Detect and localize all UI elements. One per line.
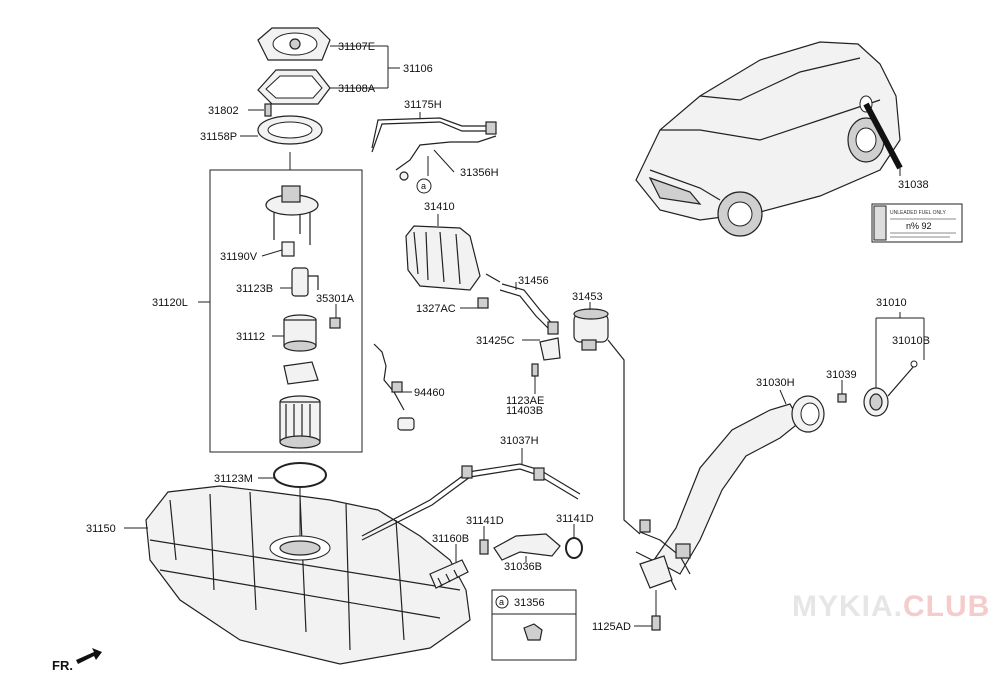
label-31141D-a: 31141D [466, 515, 504, 527]
pump-module-box [209, 169, 363, 453]
reservoir-part [283, 314, 317, 352]
canister-hose-part [499, 283, 559, 335]
screw-31039-part [837, 393, 847, 403]
fuel-tank-part [145, 485, 471, 665]
label-31158P: 31158P [200, 131, 237, 143]
label-31410: 31410 [424, 201, 455, 213]
gasket-ring-part [257, 69, 331, 105]
label-31107E: 31107E [338, 41, 375, 53]
pump-flange-part [265, 185, 319, 245]
callout-a-circle [416, 178, 432, 194]
label-31356: 31356 [514, 597, 545, 609]
screw-part [264, 103, 272, 117]
label-31030H: 31030H [756, 377, 795, 389]
callout-a-top: a [421, 181, 426, 191]
car-illustration [635, 41, 903, 237]
label-31037H: 31037H [500, 435, 539, 447]
vent-valve-part [573, 308, 641, 535]
valve-bracket-part [539, 337, 561, 361]
label-94460: 94460 [414, 387, 445, 399]
label-31010: 31010 [876, 297, 907, 309]
label-31108A: 31108A [338, 83, 376, 95]
label-31356H: 31356H [460, 167, 499, 179]
fuel-inlet-pipe-part [429, 559, 469, 589]
bolt-1123AE-part [531, 363, 539, 377]
label-1327AC: 1327AC [416, 303, 456, 315]
watermark-main: MYKIA.CLUB [792, 590, 990, 623]
label-11403B: 11403B [506, 405, 543, 417]
filler-neck-part [635, 395, 825, 591]
callout-a-inset-letter: a [499, 597, 504, 607]
bracket-part [283, 361, 319, 385]
label-31036B: 31036B [504, 561, 542, 573]
label-31141D-b: 31141D [556, 513, 594, 525]
strainer-part [279, 395, 321, 449]
label-31123B: 31123B [236, 283, 273, 295]
label-31190V: 31190V [220, 251, 258, 263]
label-35301A: 35301A [316, 293, 355, 305]
front-direction-arrow-icon [76, 648, 102, 664]
label-31802: 31802 [208, 105, 239, 117]
label-31425C: 31425C [476, 335, 515, 347]
label-1125AD: 1125AD [592, 621, 631, 633]
label-31112: 31112 [236, 331, 265, 343]
pump-motor-part [291, 267, 319, 297]
inset-box-31356 [491, 589, 577, 661]
vapor-tube-part [361, 463, 581, 541]
hose-clamp-part-b [565, 537, 583, 559]
lock-ring-part [257, 115, 323, 145]
label-31039: 31039 [826, 369, 857, 381]
hose-clamp-part-a [479, 539, 489, 555]
label-31453: 31453 [572, 291, 603, 303]
fuel-cap-part [863, 360, 918, 417]
canister-part [405, 225, 501, 309]
label-31120L: 31120L [152, 297, 188, 309]
filler-hose-part [493, 533, 561, 561]
fuel-label-line2: n% 92 [906, 221, 932, 231]
label-31456: 31456 [518, 275, 549, 287]
label-31010B: 31010B [892, 335, 930, 347]
tank-seal-part [273, 462, 327, 488]
label-31106: 31106 [403, 63, 433, 75]
label-31123M: 31123M [214, 473, 253, 485]
connector-part [329, 317, 341, 329]
label-31175H: 31175H [404, 99, 442, 111]
label-31160B: 31160B [432, 533, 469, 545]
filter-part [281, 241, 295, 257]
bolt-1125AD-part [651, 615, 661, 631]
label-31038: 31038 [898, 179, 929, 191]
label-31150: 31150 [86, 523, 116, 535]
fuel-type-label-decal [871, 203, 963, 243]
pump-cover-part [257, 27, 331, 61]
fuel-feed-tube-part [371, 117, 497, 181]
label-1123AE: 1123AE [506, 395, 544, 407]
callout-a-inset [495, 595, 509, 609]
level-sender-part [373, 343, 415, 431]
fuel-label-line1: UNLEADED FUEL ONLY [890, 210, 947, 216]
front-direction-label: FR. [52, 658, 73, 673]
